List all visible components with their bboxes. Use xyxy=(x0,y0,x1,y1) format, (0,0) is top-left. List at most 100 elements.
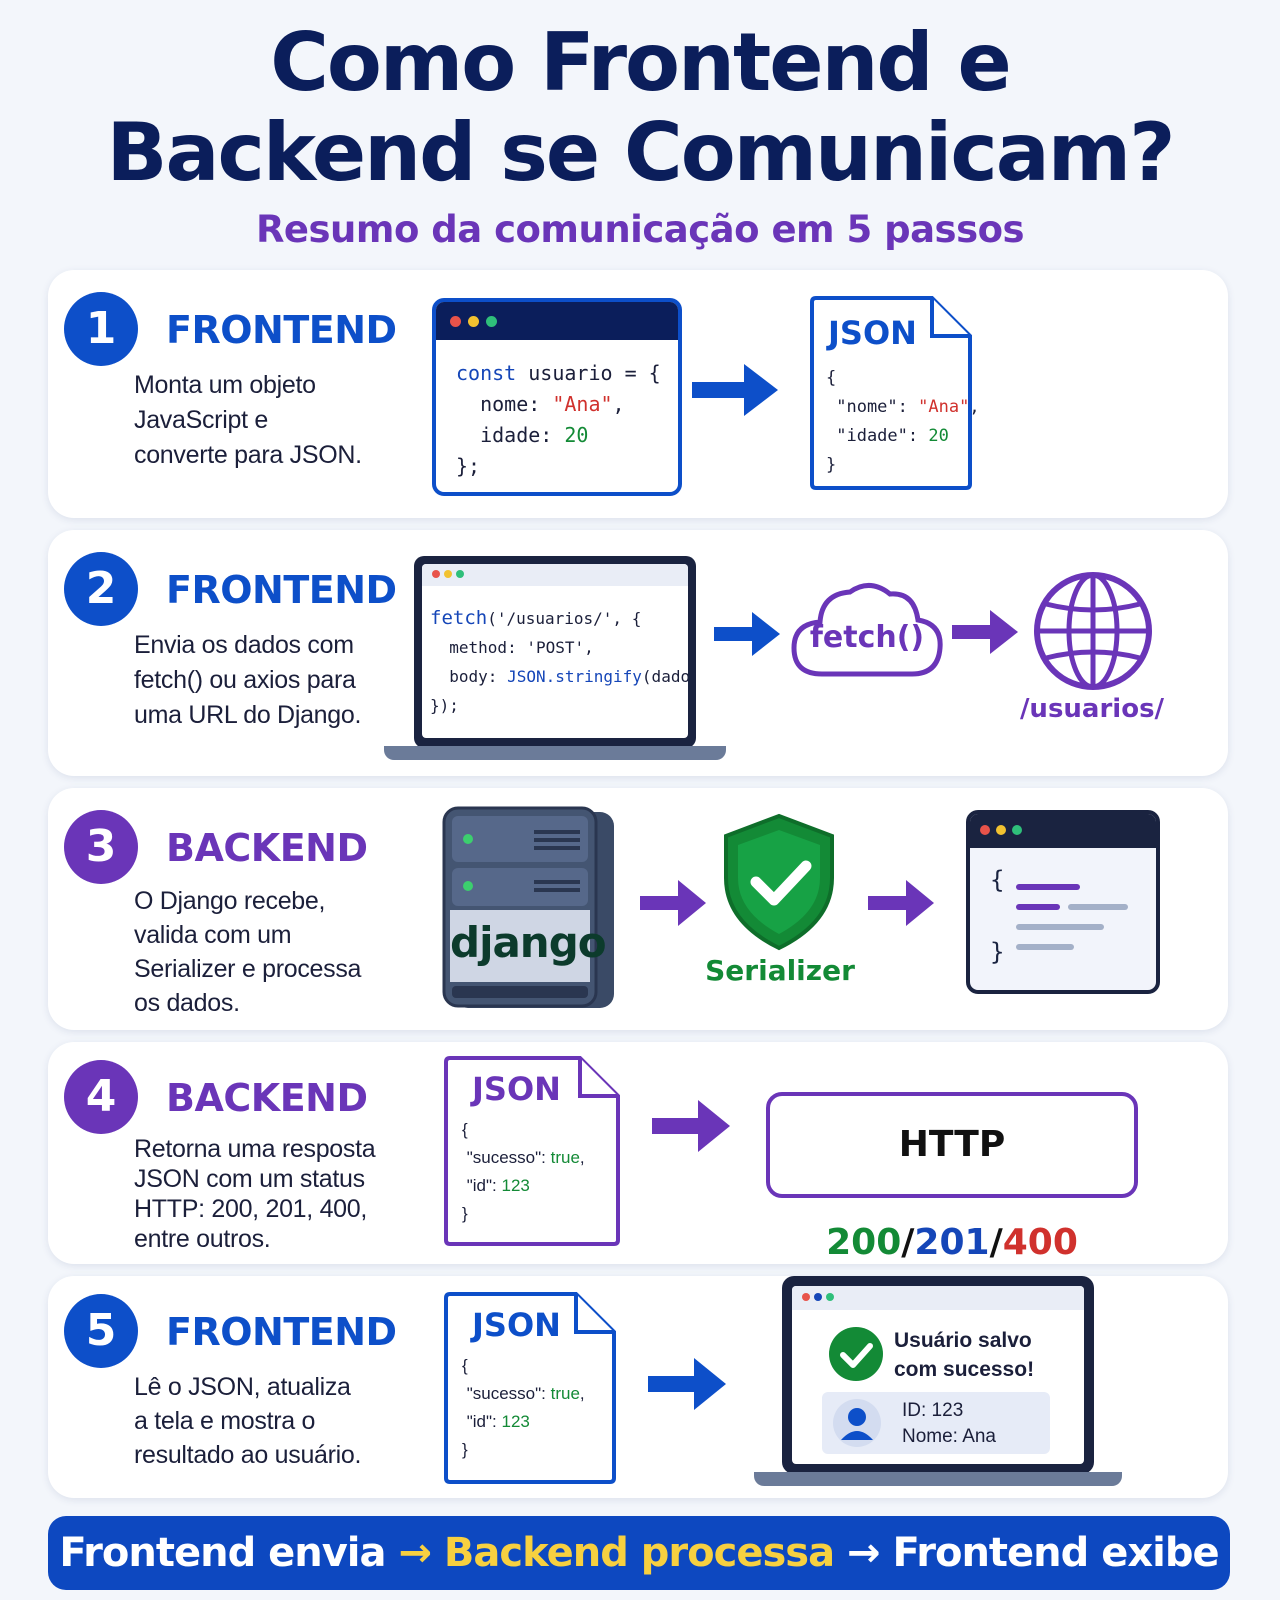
window-dot-green xyxy=(1012,825,1022,835)
code-key: "id": xyxy=(462,1176,502,1195)
window-titlebar xyxy=(436,302,678,340)
arrow-right-icon: → xyxy=(398,1530,432,1576)
user-info-card: ID: 123 Nome: Ana xyxy=(822,1392,1050,1454)
brace-open: { xyxy=(990,866,1005,894)
desc-line: HTTP: 200, 201, 400, xyxy=(134,1195,368,1223)
desc-line: fetch() ou axios para xyxy=(134,666,356,694)
code-key: body: xyxy=(430,667,508,686)
json-title: JSON xyxy=(472,1306,561,1344)
step-5-card: 5 FRONTEND Lê o JSON, atualiza a tela e … xyxy=(48,1276,1228,1498)
window-dot-yellow xyxy=(996,825,1006,835)
success-message: Usuário salvo com sucesso! xyxy=(894,1326,1034,1384)
code-number: 123 xyxy=(501,1176,530,1195)
title-line-1: Como Frontend e xyxy=(270,16,1012,109)
desc-line: Lê o JSON, atualiza xyxy=(134,1373,351,1401)
arrow-right-icon xyxy=(952,610,1018,654)
arrow-right-icon xyxy=(640,880,706,926)
window-dot-green xyxy=(486,316,497,327)
desc-line: a tela e mostra o xyxy=(134,1407,316,1435)
code-text: { xyxy=(462,1120,468,1139)
code-text: } xyxy=(462,1204,468,1223)
code-line-placeholder xyxy=(1068,904,1128,910)
json-code: { "sucesso": true, "id": 123} xyxy=(462,1352,585,1464)
desc-line: resultado ao usuário. xyxy=(134,1441,362,1469)
code-text: (dados) xyxy=(641,667,688,686)
code-text: , xyxy=(612,392,625,416)
code-number: 20 xyxy=(928,426,949,446)
json-document: JSON { "nome": "Ana", "idade": 20} xyxy=(808,294,980,492)
separator: / xyxy=(989,1222,1003,1263)
cloud-label: fetch() xyxy=(809,620,925,655)
code-key: "id": xyxy=(462,1412,502,1431)
json-title: JSON xyxy=(828,314,917,352)
code-window: { } xyxy=(966,810,1160,994)
desc-line: Envia os dados com xyxy=(134,631,354,659)
code-text: }); xyxy=(430,696,459,715)
desc-line: valida com um xyxy=(134,921,292,949)
step-5-description: Lê o JSON, atualiza a tela e mostra o re… xyxy=(134,1370,434,1472)
code-line-placeholder xyxy=(1016,904,1060,910)
code-keyword: fetch xyxy=(430,607,488,629)
step-2-description: Envia os dados com fetch() ou axios para… xyxy=(134,628,434,733)
user-avatar-icon xyxy=(833,1399,881,1447)
code-keyword: JSON.stringify xyxy=(507,667,642,686)
footer-summary-banner: Frontend envia → Backend processa → Fron… xyxy=(48,1516,1230,1590)
json-document: JSON { "sucesso": true, "id": 123} xyxy=(442,1290,618,1486)
step-5-label: FRONTEND xyxy=(166,1310,397,1354)
cloud-icon: fetch() xyxy=(788,572,946,684)
window-dot-green xyxy=(456,570,464,578)
step-2-number: 2 xyxy=(64,552,138,626)
desc-line: Retorna uma resposta xyxy=(134,1135,376,1163)
code-text: method: 'POST', xyxy=(430,638,594,657)
code-text: , xyxy=(579,1384,585,1403)
arrow-right-icon: → xyxy=(847,1530,881,1576)
code-text: { xyxy=(826,368,837,388)
step-1-card: 1 FRONTEND Monta um objeto JavaScript e … xyxy=(48,270,1228,518)
code-line-placeholder xyxy=(1016,944,1074,950)
globe-icon xyxy=(1034,572,1152,690)
code-text: ('/usuarios/', { xyxy=(487,609,642,628)
code-key: idade: xyxy=(456,423,565,447)
document-icon xyxy=(444,1056,620,1246)
title-line-2: Backend se Comunicam? xyxy=(106,106,1175,199)
step-4-label: BACKEND xyxy=(166,1076,368,1120)
arrow-right-icon xyxy=(652,1100,730,1152)
status-201: 201 xyxy=(914,1222,990,1263)
window-dot-yellow xyxy=(468,316,479,327)
step-4-description: Retorna uma resposta JSON com um status … xyxy=(134,1134,434,1254)
step-1-description: Monta um objeto JavaScript e converte pa… xyxy=(134,368,424,473)
arrow-right-icon xyxy=(868,880,934,926)
step-5-number: 5 xyxy=(64,1294,138,1368)
desc-line: JSON com um status xyxy=(134,1165,365,1193)
code-text: } xyxy=(826,455,837,475)
code-number: 20 xyxy=(564,423,589,447)
laptop-screen: fetch('/usuarios/', { method: 'POST', bo… xyxy=(414,556,696,748)
desc-line: entre outros. xyxy=(134,1225,271,1253)
window-dot-red xyxy=(450,316,461,327)
step-3-description: O Django recebe, valida com um Serialize… xyxy=(134,884,434,1020)
user-details: ID: 123 Nome: Ana xyxy=(902,1398,996,1450)
arrow-right-icon xyxy=(714,612,780,656)
json-document: JSON { "sucesso": true, "id": 123} xyxy=(442,1054,622,1248)
status-400: 400 xyxy=(1002,1222,1078,1263)
page-title: Como Frontend e Backend se Comunicam? xyxy=(0,18,1280,198)
check-circle-icon xyxy=(829,1327,883,1381)
json-code: { "nome": "Ana", "idade": 20} xyxy=(826,364,980,480)
code-string: "Ana" xyxy=(918,397,970,417)
step-1-label: FRONTEND xyxy=(166,308,397,352)
user-name: Nome: Ana xyxy=(902,1426,996,1447)
code-line-placeholder xyxy=(1016,924,1104,930)
desc-line: JavaScript e xyxy=(134,406,268,434)
code-keyword: const xyxy=(456,361,517,385)
code-boolean: true xyxy=(550,1148,580,1167)
shield-check-icon xyxy=(724,813,834,951)
code-text: }; xyxy=(456,454,481,478)
step-3-label: BACKEND xyxy=(166,826,368,870)
step-3-card: 3 BACKEND O Django recebe, valida com um… xyxy=(48,788,1228,1030)
code-string: "Ana" xyxy=(552,392,613,416)
django-logo-text: django xyxy=(450,918,607,967)
code-text: , xyxy=(969,397,980,417)
json-title: JSON xyxy=(472,1070,561,1108)
step-1-number: 1 xyxy=(64,292,138,366)
footer-part-2: Backend processa xyxy=(443,1530,835,1576)
